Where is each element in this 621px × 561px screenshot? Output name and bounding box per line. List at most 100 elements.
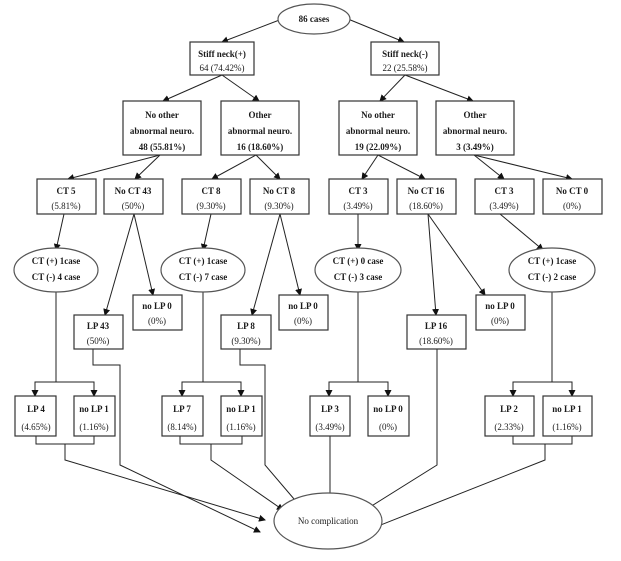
node-label: Other <box>464 110 487 120</box>
node-no-lp-0-b: no LP 0 (0%) <box>278 294 329 331</box>
node-no-lp-1-c: no LP 1 (1.16%) <box>542 395 593 437</box>
node-no-lp-1-a: no LP 1 (1.16%) <box>73 395 116 437</box>
edge <box>221 74 260 102</box>
edge <box>179 436 243 445</box>
edges <box>31 18 576 533</box>
node-no-ct-8: No CT 8 (9.30%) <box>249 178 310 215</box>
edge <box>499 213 544 251</box>
edge <box>255 154 281 180</box>
edge <box>133 213 156 296</box>
node-ct-3-a: CT 3 (3.49%) <box>328 178 389 215</box>
node-label: no LP 1 <box>79 404 109 414</box>
node-label: LP 43 <box>87 321 110 331</box>
node-label: abnormal neuro. <box>130 126 194 136</box>
node-value: (9.30%) <box>231 336 260 346</box>
node-label: No other <box>145 110 179 120</box>
edge <box>103 213 135 316</box>
node-no-lp-1-b: no LP 1 (1.16%) <box>220 395 263 437</box>
node-value: (1.16%) <box>552 422 581 432</box>
node-label: LP 7 <box>173 404 191 414</box>
node-value: (3.49%) <box>315 422 344 432</box>
edge <box>211 154 257 180</box>
root-node: 86 cases <box>277 3 351 35</box>
node-no-complication: No complication <box>273 492 383 550</box>
edge-to-outcome <box>239 349 301 507</box>
node-label: CT (+) 1case <box>528 256 576 266</box>
node-value: (5.81%) <box>51 201 80 211</box>
node-label: No other <box>361 110 395 120</box>
node-label: Stiff neck(-) <box>382 49 428 59</box>
node-label: CT (+) 0 case <box>333 256 384 266</box>
edge <box>178 290 204 397</box>
node-label: CT (-) 3 case <box>334 272 383 282</box>
node-label: No CT 8 <box>263 186 296 196</box>
edge <box>53 213 65 251</box>
node-no-lp-0-a: no LP 0 (0%) <box>132 294 183 331</box>
node-lp-2: LP 2 (2.33%) <box>484 395 535 437</box>
node-label: CT 8 <box>201 186 221 196</box>
node-value: (9.30%) <box>264 201 293 211</box>
node-value: (18.60%) <box>409 201 443 211</box>
node-neg-no-other-neuro: No other abnormal neuro. 19 (22.09%) <box>338 100 418 156</box>
edge-to-outcome <box>361 349 438 513</box>
node-value: (0%) <box>294 316 312 326</box>
node-pos-no-other-neuro: No other abnormal neuro. 48 (55.81%) <box>122 100 202 156</box>
edge <box>203 381 245 397</box>
edge-to-outcome <box>92 349 261 533</box>
edge <box>67 154 161 181</box>
node-label: LP 16 <box>425 321 448 331</box>
node-no-ct-43: No CT 43 (50%) <box>103 178 164 215</box>
edge-to-outcome <box>64 444 266 522</box>
node-label: no LP 1 <box>226 404 256 414</box>
node-stiff-neck-positive: Stiff neck(+) 22 (25.58%) 64 (74.42%) <box>189 41 255 76</box>
edge-to-outcome <box>367 444 546 532</box>
node-label: CT (-) 7 case <box>179 272 228 282</box>
node-lp-7: LP 7 (8.14%) <box>161 395 204 437</box>
node-lp-3: LP 3 (3.49%) <box>309 395 351 437</box>
edge <box>31 290 57 397</box>
node-label: CT (+) 1case <box>32 256 80 266</box>
node-label: No CT 0 <box>556 186 589 196</box>
edge <box>361 154 379 180</box>
node-ct-3-b: CT 3 (3.49%) <box>474 178 535 215</box>
edge <box>473 154 573 181</box>
node-value: 22 (25.58%) <box>383 63 428 73</box>
node-value: (0%) <box>563 201 581 211</box>
edge <box>379 74 406 102</box>
edge-to-outcome <box>210 444 284 511</box>
node-value: (4.65%) <box>21 422 50 432</box>
node-neg-other-neuro: Other abnormal neuro. 3 (3.49%) <box>435 100 515 156</box>
edge <box>56 381 98 397</box>
node-ct-result-2: CT (+) 1case CT (-) 7 case <box>160 247 246 293</box>
node-value: (0%) <box>491 316 509 326</box>
node-value: 48 (55.81%) <box>139 142 186 152</box>
node-value: (0%) <box>379 422 397 432</box>
node-label: CT 3 <box>348 186 368 196</box>
node-label: No CT 43 <box>115 186 152 196</box>
edge <box>552 381 576 397</box>
node-value: (8.14%) <box>167 422 196 432</box>
edge <box>358 381 392 397</box>
node-value: (50%) <box>87 336 110 346</box>
node-ct-8: CT 8 (9.30%) <box>181 178 242 215</box>
node-ct-result-3: CT (+) 0 case CT (-) 3 case <box>314 247 402 293</box>
node-no-lp-0-c: no LP 0 (0%) <box>475 294 526 331</box>
node-label: no LP 0 <box>485 301 515 311</box>
edge-root-stiffneg <box>347 18 405 43</box>
node-value: (2.33%) <box>494 422 523 432</box>
node-label: CT (-) 4 case <box>32 272 81 282</box>
edge <box>427 213 440 316</box>
edge <box>512 436 573 445</box>
node-label: LP 2 <box>500 404 518 414</box>
edge <box>162 74 223 102</box>
node-label: LP 3 <box>321 404 339 414</box>
node-ct-result-4: CT (+) 1case CT (-) 2 case <box>508 247 596 293</box>
node-value: (50%) <box>122 201 145 211</box>
node-label: abnormal neuro. <box>228 126 292 136</box>
node-label: CT (-) 2 case <box>528 272 577 282</box>
node-label: CT (+) 1case <box>179 256 227 266</box>
node-pos-other-neuro: Other abnormal neuro. 16 (18.60%) <box>220 100 300 156</box>
edge <box>325 290 359 397</box>
node-value: (1.16%) <box>226 422 255 432</box>
